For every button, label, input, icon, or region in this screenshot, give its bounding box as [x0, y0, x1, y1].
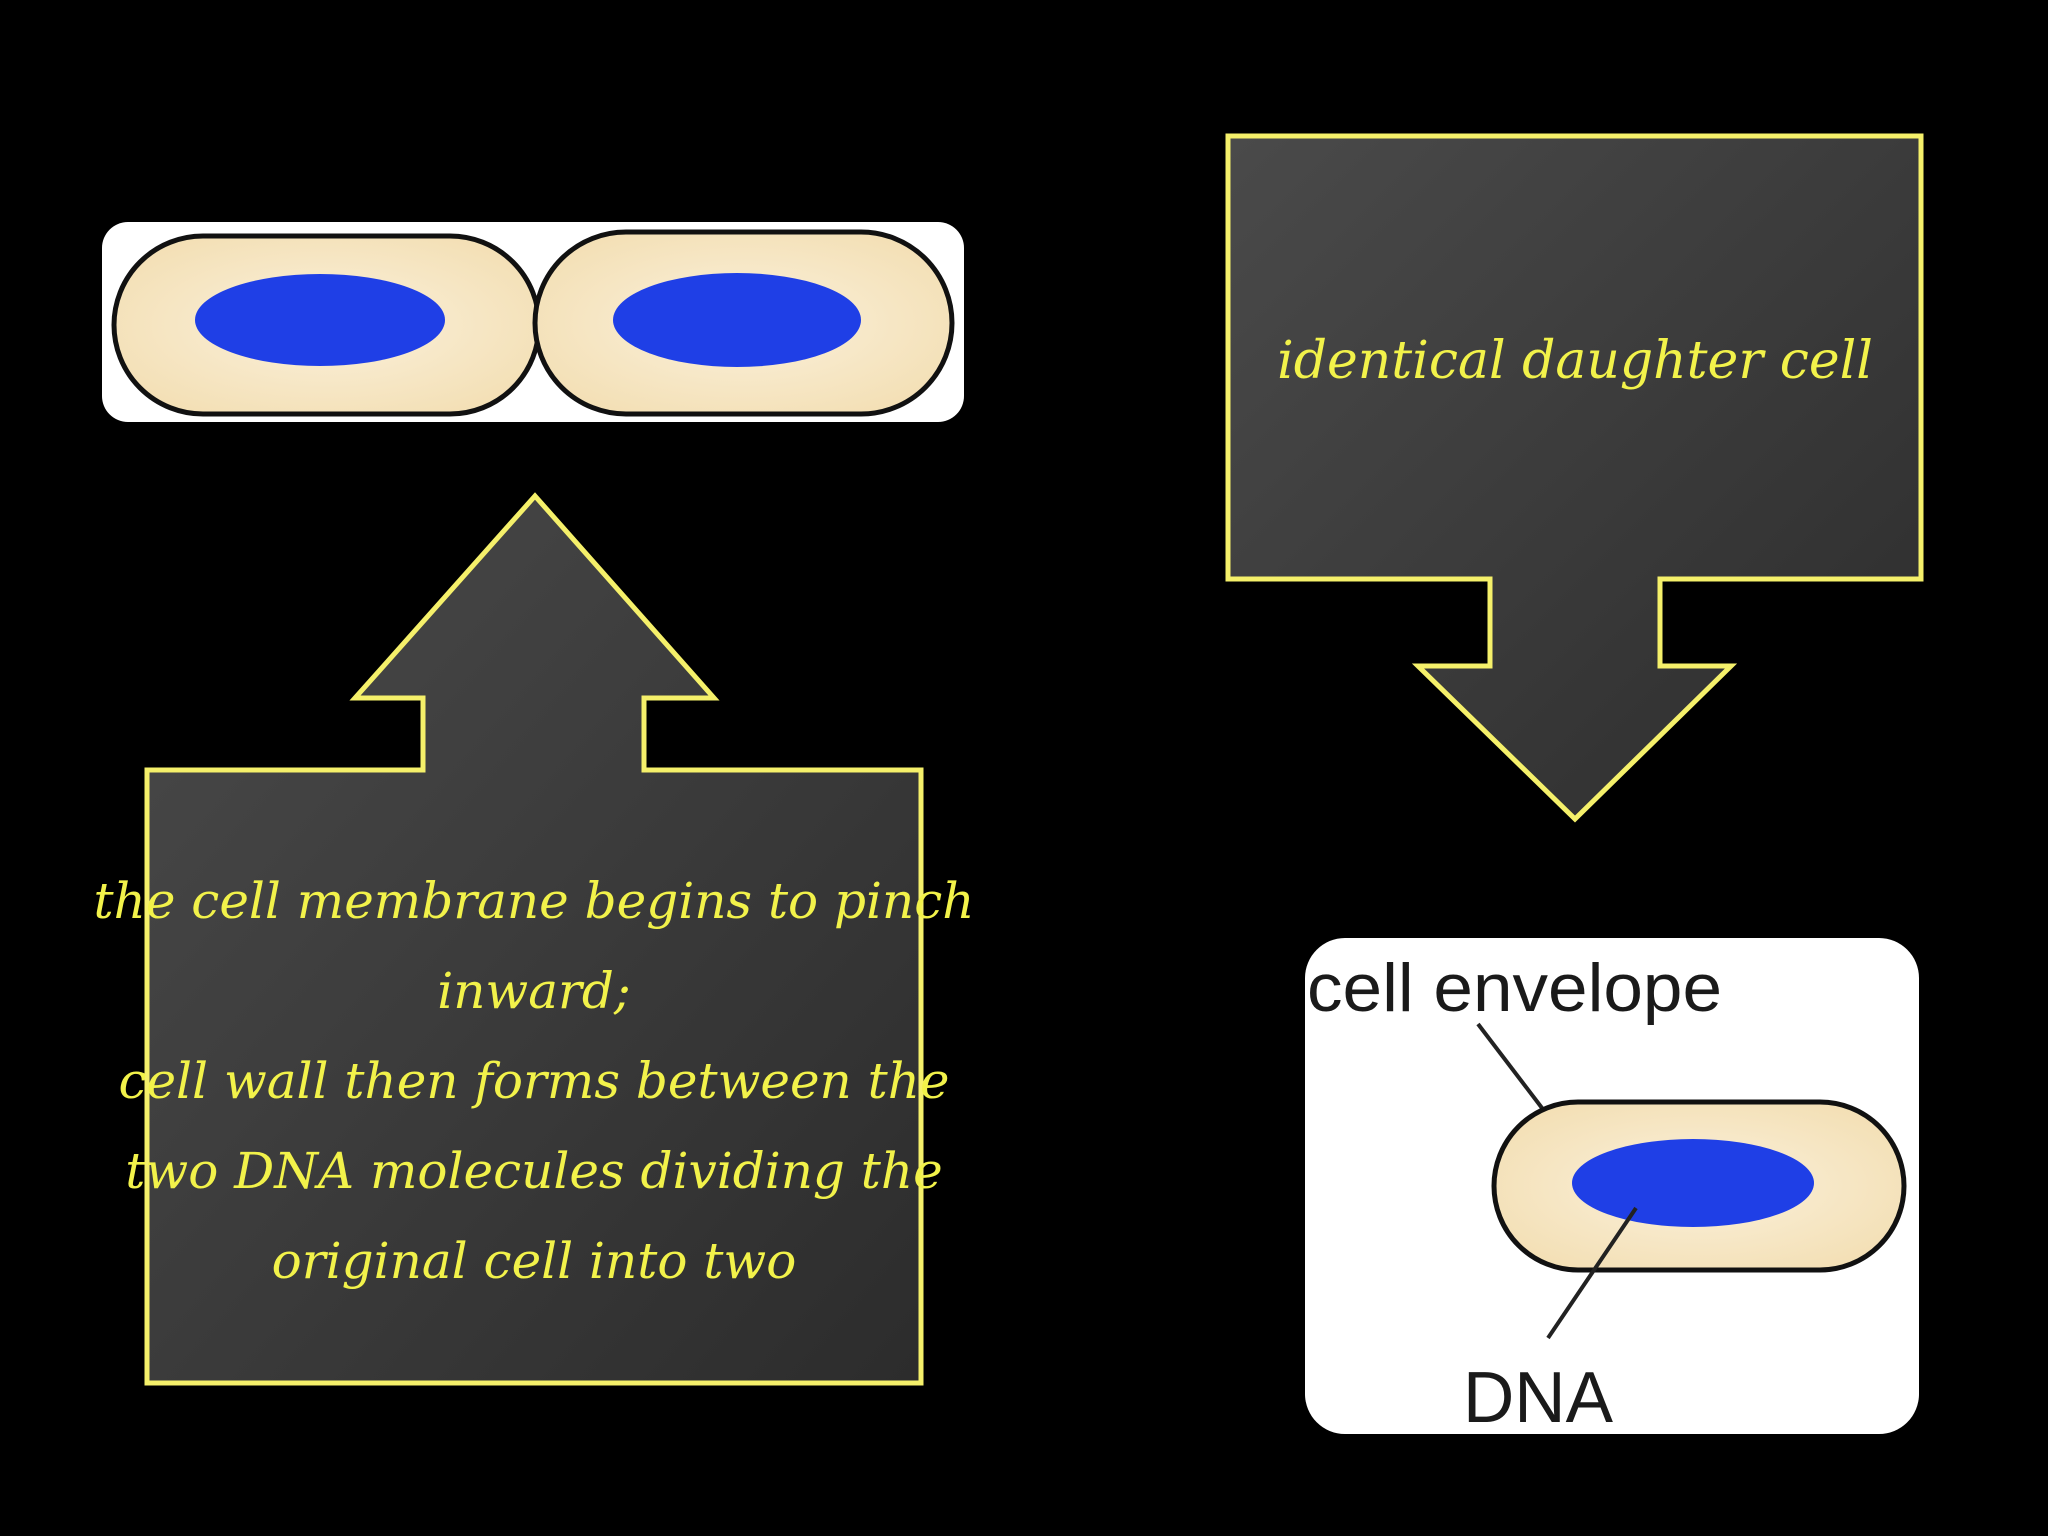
left-cell-dna	[195, 274, 445, 366]
daughter-cell-dna	[1572, 1139, 1814, 1227]
caption-line-1: the cell membrane begins to pinch	[94, 872, 975, 930]
callout-title: identical daughter cell	[1277, 331, 1873, 391]
caption-line-5: original cell into two	[272, 1232, 797, 1290]
daughter-cell-diagram: cell envelope DNA	[1305, 938, 1919, 1438]
down-arrow-callout-shape	[1225, 133, 1924, 823]
dna-label: DNA	[1463, 1358, 1613, 1438]
dna-pointer-line	[1546, 1206, 1638, 1340]
envelope-pointer-line	[1476, 1022, 1544, 1110]
top-right-callout: identical daughter cell	[1225, 133, 1924, 823]
caption-line-3: cell wall then forms between the	[118, 1052, 949, 1110]
caption-line-4: two DNA molecules dividing the	[125, 1142, 942, 1200]
cell-envelope-label: cell envelope	[1307, 950, 1722, 1026]
dividing-cell-image	[102, 222, 964, 422]
bottom-left-callout: the cell membrane begins to pinch inward…	[94, 492, 975, 1386]
caption-line-2: inward;	[437, 962, 631, 1020]
right-cell-dna	[613, 273, 861, 367]
up-arrow-callout-shape	[144, 492, 924, 1386]
